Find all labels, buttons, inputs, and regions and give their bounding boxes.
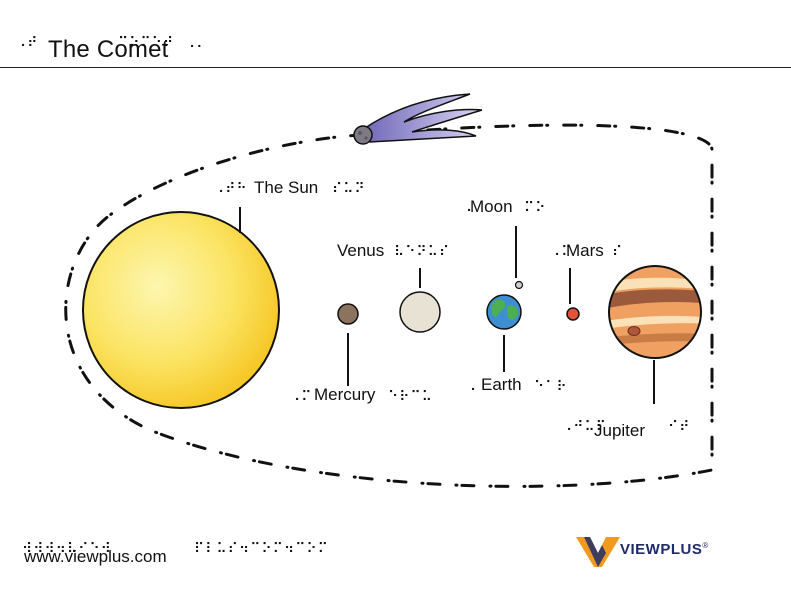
- footer-braille-right: ⠏⠇⠥⠎⠲⠉⠕⠍⠲⠉⠕⠍: [194, 541, 330, 557]
- mars-label: Mars: [566, 241, 604, 260]
- moon: [514, 280, 524, 290]
- mars-braille-right: ⠎: [612, 244, 624, 260]
- mercury-label: Mercury: [314, 385, 376, 404]
- viewplus-logo-text: VIEWPLUS®: [620, 541, 709, 558]
- earth-braille-left: ⠠: [466, 379, 478, 395]
- earth-label: Earth: [481, 375, 522, 394]
- logo-registered-mark: ®: [702, 541, 709, 550]
- mars: [566, 307, 580, 321]
- jupiter-label: Jupiter: [594, 421, 646, 440]
- earth: [486, 294, 522, 330]
- comet-icon: [353, 93, 483, 145]
- title-braille-end: ⠐⠂: [185, 40, 208, 56]
- title-braille-right: ⠉⠕⠍⠑⠞: [118, 35, 175, 51]
- venus-braille: ⠧⠑⠝⠥⠎: [394, 244, 451, 260]
- sun: [82, 211, 280, 409]
- moon-braille-left: ⠠: [462, 200, 474, 216]
- jupiter-braille-right: ⠊⠞: [668, 419, 691, 435]
- venus: [399, 291, 441, 333]
- footer-url[interactable]: www.viewplus.com: [24, 547, 167, 566]
- title-braille-left: ⠠⠞: [16, 35, 39, 51]
- earth-braille-right: ⠑⠁⠗: [534, 379, 568, 395]
- mercury-braille-right: ⠑⠗⠉⠥: [388, 389, 434, 405]
- viewplus-logo-icon: [576, 537, 620, 567]
- venus-label: Venus: [337, 241, 385, 260]
- jupiter: [608, 265, 702, 359]
- sun-braille-left: ⠠⠞⠓: [214, 181, 248, 197]
- mercury: [337, 303, 359, 325]
- mars-braille-left: ⠠⠍: [550, 244, 573, 260]
- page-title: The Comet: [48, 36, 169, 63]
- title-divider: [0, 67, 791, 68]
- mercury-braille-left: ⠠⠍: [290, 389, 313, 405]
- jupiter-braille-left: ⠠⠚⠥⠏: [562, 419, 608, 435]
- footer-braille-left: ⠺⠺⠺⠲⠧⠊⠑⠺: [22, 541, 113, 557]
- moon-braille-right: ⠍⠕: [524, 200, 547, 216]
- logo-wordmark: VIEWPLUS: [620, 541, 703, 558]
- moon-label: Moon: [470, 197, 513, 216]
- sun-braille-right: ⠎⠥⠝: [332, 181, 366, 197]
- sun-label: The Sun: [254, 178, 319, 197]
